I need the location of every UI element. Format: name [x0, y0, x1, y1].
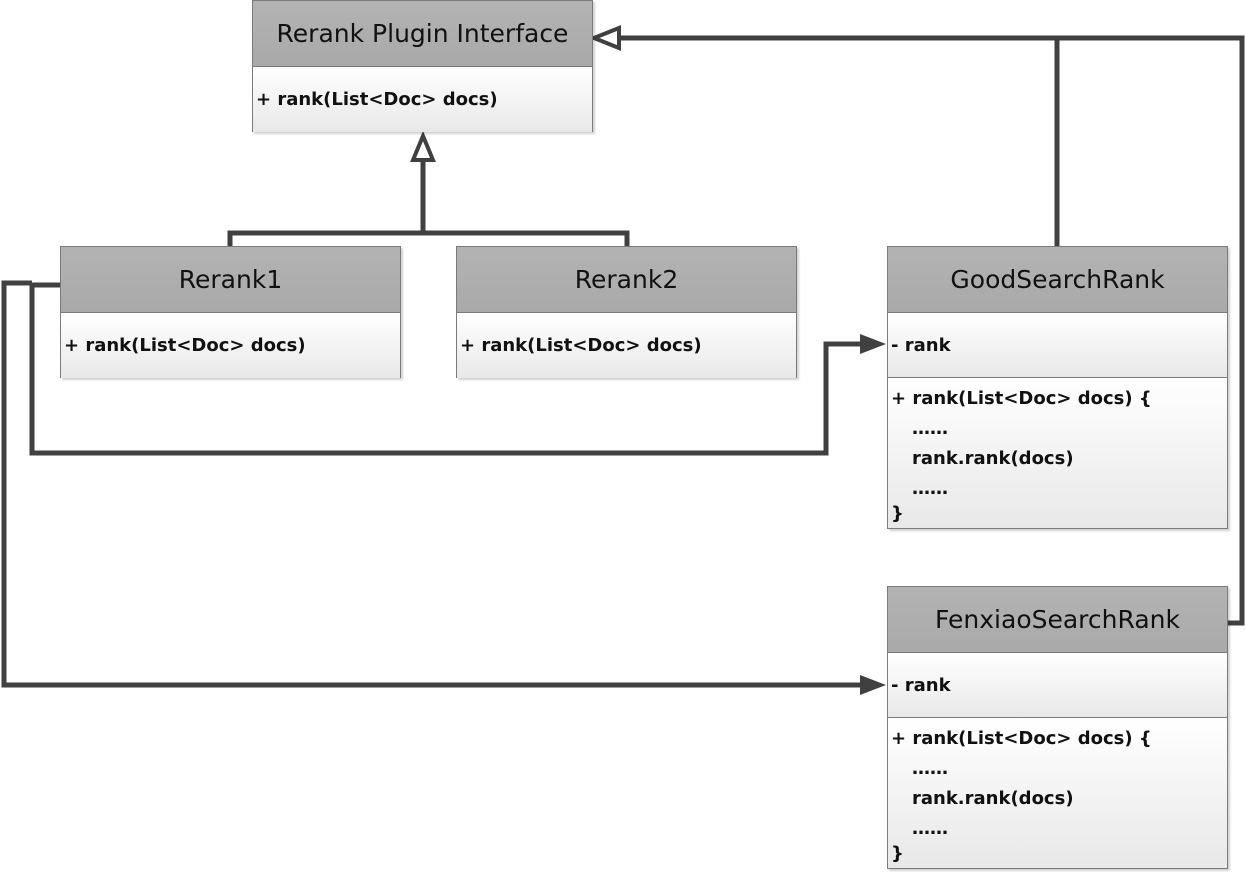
method-signature: + rank(List<Doc> docs) { — [891, 728, 1152, 749]
method-signature: + rank(List<Doc> docs) — [256, 89, 498, 110]
class-method: + rank(List<Doc> docs) — [457, 313, 796, 378]
association-line-goodsearchrank — [29, 282, 862, 456]
ellipsis-line: …… — [912, 818, 948, 839]
class-method: + rank(List<Doc> docs) — [253, 67, 592, 132]
class-method: + rank(List<Doc> docs) { …… rank.rank(do… — [888, 718, 1227, 868]
realization-line-rerank1 — [227, 230, 423, 247]
ellipsis-line: …… — [912, 478, 948, 499]
delegate-call: rank.rank(docs) — [912, 448, 1074, 469]
class-box-rerank1: Rerank1 + rank(List<Doc> docs) — [60, 246, 401, 378]
ellipsis-line: …… — [912, 418, 948, 439]
class-box-goodsearchrank: GoodSearchRank - rank + rank(List<Doc> d… — [887, 246, 1228, 529]
method-signature: + rank(List<Doc> docs) { — [891, 388, 1152, 409]
class-method: + rank(List<Doc> docs) { …… rank.rank(do… — [888, 378, 1227, 528]
class-box-rerank-plugin-interface: Rerank Plugin Interface + rank(List<Doc>… — [252, 0, 593, 132]
class-name: Rerank1 — [61, 247, 400, 313]
association-arrowhead-goodsearchrank — [860, 334, 886, 354]
association-line-fenxiaosearchrank — [1, 280, 862, 688]
realization-line-fenxiaosearchrank — [617, 35, 1245, 626]
class-box-fenxiaosearchrank: FenxiaoSearchRank - rank + rank(List<Doc… — [887, 586, 1228, 869]
field-rank: - rank — [891, 334, 951, 356]
class-field: - rank — [888, 313, 1227, 378]
class-method: + rank(List<Doc> docs) — [61, 313, 400, 378]
field-rank: - rank — [891, 674, 951, 696]
class-box-rerank2: Rerank2 + rank(List<Doc> docs) — [456, 246, 797, 378]
ellipsis-line: …… — [912, 758, 948, 779]
class-name: Rerank2 — [457, 247, 796, 313]
realization-arrowhead-bottom — [410, 130, 436, 162]
class-field: - rank — [888, 653, 1227, 718]
realization-arrowhead-right — [588, 25, 621, 51]
method-signature: + rank(List<Doc> docs) — [460, 335, 702, 356]
association-arrowhead-fenxiaosearchrank — [860, 675, 886, 695]
delegate-call: rank.rank(docs) — [912, 788, 1074, 809]
closing-brace: } — [891, 843, 904, 864]
method-signature: + rank(List<Doc> docs) — [64, 335, 306, 356]
class-name: Rerank Plugin Interface — [253, 1, 592, 67]
class-name: GoodSearchRank — [888, 247, 1227, 313]
class-name: FenxiaoSearchRank — [888, 587, 1227, 653]
closing-brace: } — [891, 503, 904, 524]
realization-line-rerank2 — [423, 230, 630, 247]
